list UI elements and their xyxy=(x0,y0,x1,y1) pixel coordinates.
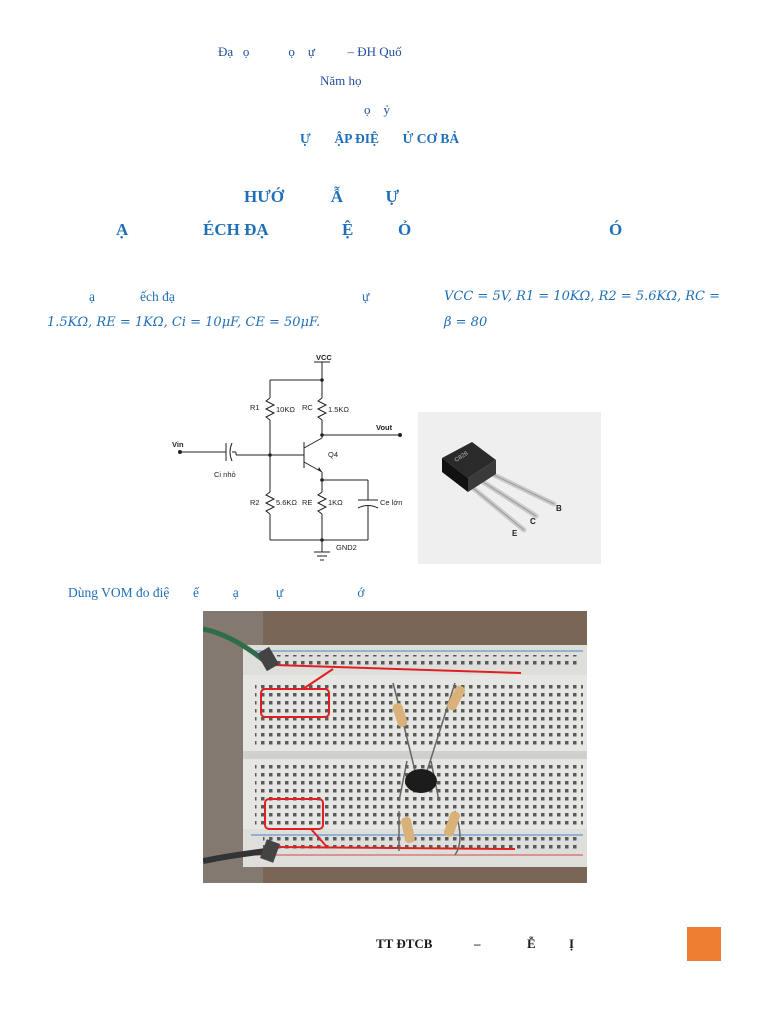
label-ce: Ce lớn xyxy=(380,498,402,507)
label-rc-value: 1.5KΩ xyxy=(328,405,349,414)
intro-fragment-3: ự xyxy=(362,289,370,304)
label-rc: RC xyxy=(302,403,313,412)
title-line-2e: Ó xyxy=(609,220,623,239)
pin-e-label: E xyxy=(512,529,518,538)
title-line-1: HƯỚ Ẫ Ự xyxy=(244,187,400,206)
title-line-2a: Ạ xyxy=(116,220,129,239)
pin-b-label: B xyxy=(556,504,562,513)
header-line-3: ọ ỷ xyxy=(364,102,390,117)
page-number-box xyxy=(687,927,721,961)
footer-text-b: – xyxy=(474,936,481,951)
label-ci: Ci nhỏ xyxy=(214,470,236,479)
label-q4: Q4 xyxy=(328,450,338,459)
label-re: RE xyxy=(302,498,312,507)
header-line-2: Năm họ xyxy=(320,73,362,88)
label-r2-value: 5.6KΩ xyxy=(276,498,297,507)
title-line-2b: ÉCH ĐẠ xyxy=(203,220,269,239)
label-gnd: GND2 xyxy=(336,543,357,552)
intro-fragment-1: ạ xyxy=(89,289,95,304)
label-vin: Vin xyxy=(172,440,184,449)
label-r2: R2 xyxy=(250,498,260,507)
label-r1: R1 xyxy=(250,403,260,412)
label-vcc: VCC xyxy=(316,353,332,362)
intro-fragment-2: ếch đạ xyxy=(140,289,175,304)
intro-params-line-1: VCC = 5V, R1 = 10KΩ, R2 = 5.6KΩ, RC = xyxy=(444,289,721,304)
header-line-4: Ự ẬP ĐIỆ Ử CƠ BẢ xyxy=(300,131,460,146)
footer-text-d: Ị xyxy=(569,936,575,951)
header-line-1: Đạ ọ ọ ự – ĐH Quố xyxy=(218,44,402,59)
pin-c-label: C xyxy=(530,517,536,526)
label-vout: Vout xyxy=(376,423,393,432)
footer-text-a: TT ĐTCB xyxy=(376,936,433,951)
title-line-2c: Ệ xyxy=(342,220,354,239)
footer-text-c: Ễ xyxy=(527,936,536,951)
intro-params-line-2: 1.5KΩ, RE = 1KΩ, Ci = 10μF, CE = 50μF. xyxy=(47,315,321,330)
intro-beta: β = 80 xyxy=(444,315,488,330)
transistor-photo: C828 E C B xyxy=(418,412,601,564)
breadboard-photo xyxy=(203,611,587,883)
label-r1-value: 10KΩ xyxy=(276,405,295,414)
amplifier-schematic: VCC R1 10KΩ RC 1.5KΩ Vout Vin Ci nhỏ Q4 … xyxy=(172,353,402,561)
breadboard-caption: Dùng VOM đo điệ ế ạ ự ớ xyxy=(68,585,365,600)
label-re-value: 1KΩ xyxy=(328,498,343,507)
title-line-2d: Ỏ xyxy=(398,220,412,239)
